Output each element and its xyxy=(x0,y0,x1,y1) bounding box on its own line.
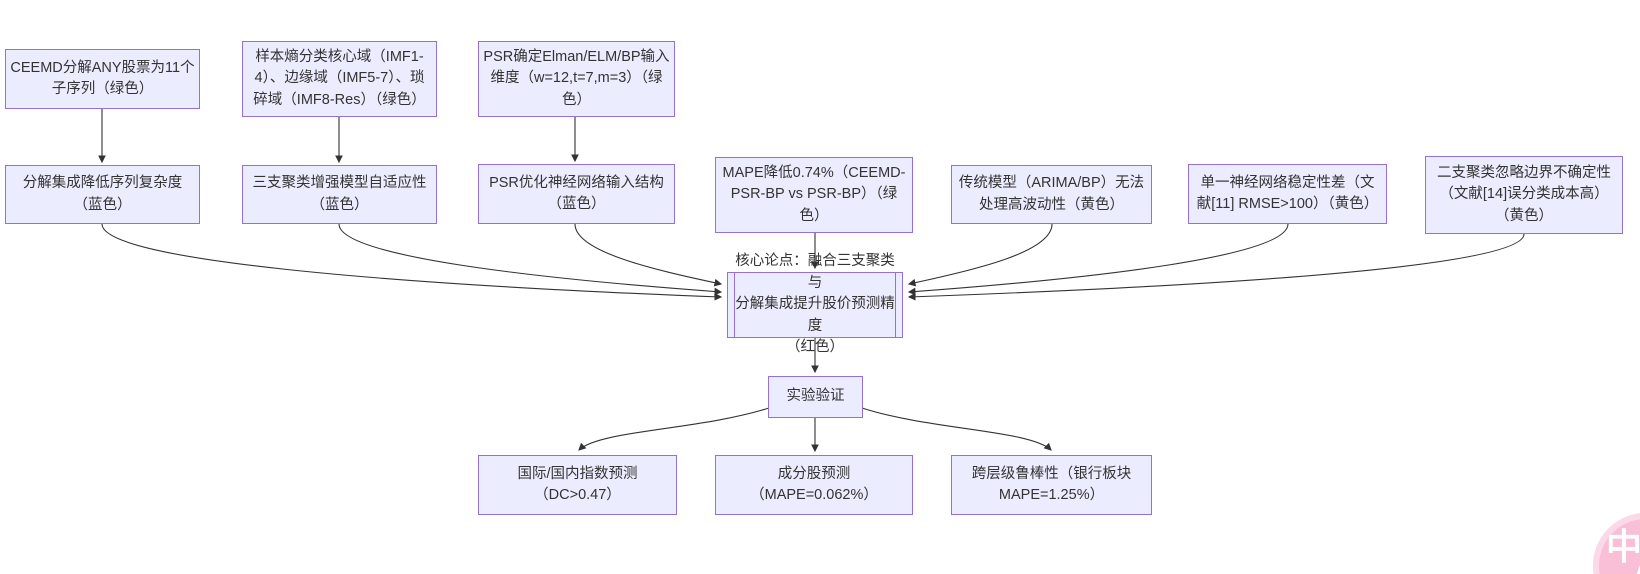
translate-zh-glyph: 中 xyxy=(1606,526,1640,567)
node-single-nn-instability: 单一神经网络稳定性差（文 献[11] RMSE>100）（黄色） xyxy=(1188,164,1387,224)
edge-experiment-to-indexpred xyxy=(578,407,770,451)
node-core-thesis: 核心论点：融合三支聚类与 分解集成提升股价预测精度 （红色） xyxy=(727,253,903,355)
edge-traditional-to-core xyxy=(907,223,1053,287)
node-psr-input-structure: PSR优化神经网络输入结构 （蓝色） xyxy=(478,164,675,224)
node-cross-level-robustness: 跨层级鲁棒性（银行板块 MAPE=1.25%） xyxy=(951,455,1152,515)
node-traditional-model-limit: 传统模型（ARIMA/BP）无法 处理高波动性（黄色） xyxy=(951,165,1152,224)
edge-experiment-to-robustness xyxy=(861,407,1052,451)
edge-adaptivity-to-core xyxy=(338,223,723,296)
node-decomposition-complexity: 分解集成降低序列复杂度 （蓝色） xyxy=(5,165,200,224)
node-three-way-adaptivity: 三支聚类增强模型自适应性 （蓝色） xyxy=(242,165,437,224)
node-mape-reduction: MAPE降低0.74%（CEEMD- PSR-BP vs PSR-BP）（绿 色… xyxy=(715,157,913,233)
node-index-prediction: 国际/国内指数预测 （DC>0.47） xyxy=(478,455,677,515)
node-sample-entropy-domains: 样本熵分类核心域（IMF1- 4）、边缘域（IMF5-7）、琐 碎域（IMF8-… xyxy=(242,41,437,117)
node-experiment-validation: 实验验证 xyxy=(768,376,863,418)
edge-psrstructure-to-core xyxy=(574,223,723,287)
node-ceemd-decompose: CEEMD分解ANY股票为11个 子序列（绿色） xyxy=(5,49,200,109)
node-two-way-clustering-limit: 二支聚类忽略边界不确定性 （文献[14]误分类成本高） （黄色） xyxy=(1425,156,1623,234)
edge-singlenn-to-core xyxy=(907,223,1289,296)
node-constituent-prediction: 成分股预测 （MAPE=0.062%） xyxy=(715,455,913,515)
translate-extension-button[interactable]: 中 A xyxy=(1593,513,1640,574)
translate-a-glyph: A xyxy=(1634,546,1640,574)
node-psr-input-dimension: PSR确定Elman/ELM/BP输入 维度（w=12,t=7,m=3）（绿 色… xyxy=(478,41,675,117)
edge-complexity-to-core xyxy=(101,223,723,301)
edge-twoway-to-core xyxy=(907,233,1525,301)
